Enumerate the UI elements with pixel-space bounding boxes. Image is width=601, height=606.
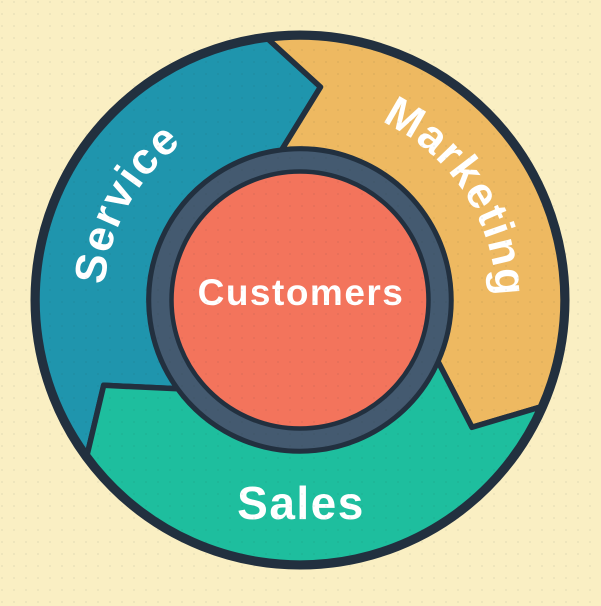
flywheel: Service Marketing Sales Customers — [30, 30, 570, 570]
sales-label: Sales — [237, 477, 365, 529]
customers-label: Customers — [198, 272, 405, 313]
